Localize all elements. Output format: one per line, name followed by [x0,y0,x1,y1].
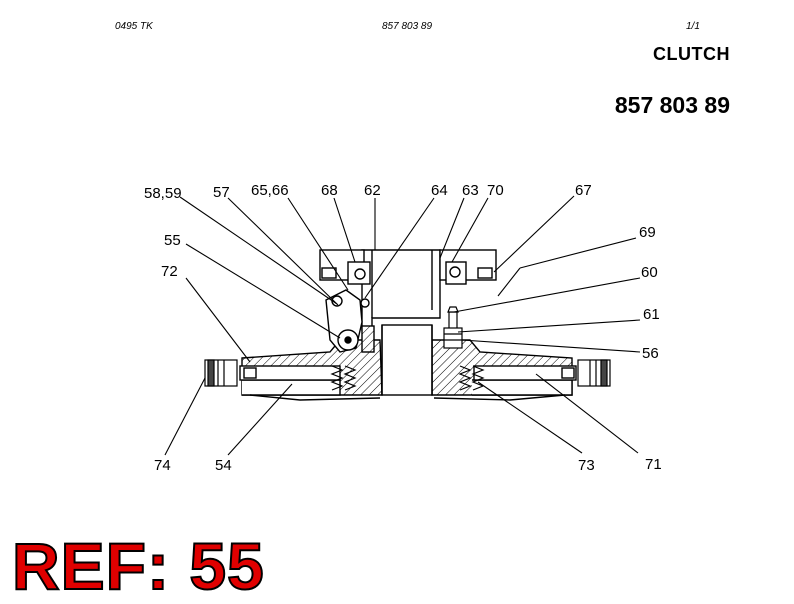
page-title: CLUTCH [653,44,730,64]
header-page: 1/1 [686,21,700,32]
part-number: 857 803 89 [614,92,730,118]
callout-62: 62 [364,182,381,199]
callout-61: 61 [643,306,660,323]
callout-67: 67 [575,182,592,199]
callout-68: 68 [321,182,338,199]
callout-60: 60 [641,264,658,281]
callout-56: 56 [642,345,659,362]
hub-assembly [319,249,497,331]
callout-74: 74 [154,457,171,474]
callout-57: 57 [213,184,230,201]
callout-65-66: 65,66 [251,182,289,199]
callout-54: 54 [215,457,232,474]
callout-64: 64 [431,182,448,199]
callout-72: 72 [161,263,178,280]
callout-63: 63 [462,182,479,199]
spring-left [330,365,357,391]
clutch-drum [241,324,573,401]
callout-69: 69 [639,224,656,241]
reference-label: REF: 55 [11,528,265,604]
callout-58-59: 58,59 [144,185,182,202]
end-cap-left [204,359,238,387]
callout-70: 70 [487,182,504,199]
pawl-lever [325,289,375,353]
callout-73: 73 [578,457,595,474]
callout-55: 55 [164,232,181,249]
callout-71: 71 [645,456,662,473]
end-cap-right [577,359,611,387]
header-code: 0495 TK [115,21,153,32]
stop-screw [443,306,463,349]
clutch-shoe-right [473,365,577,381]
leader-lines [164,195,641,456]
header-part-number: 857 803 89 [382,21,433,32]
clutch-shoe-left [239,365,341,381]
